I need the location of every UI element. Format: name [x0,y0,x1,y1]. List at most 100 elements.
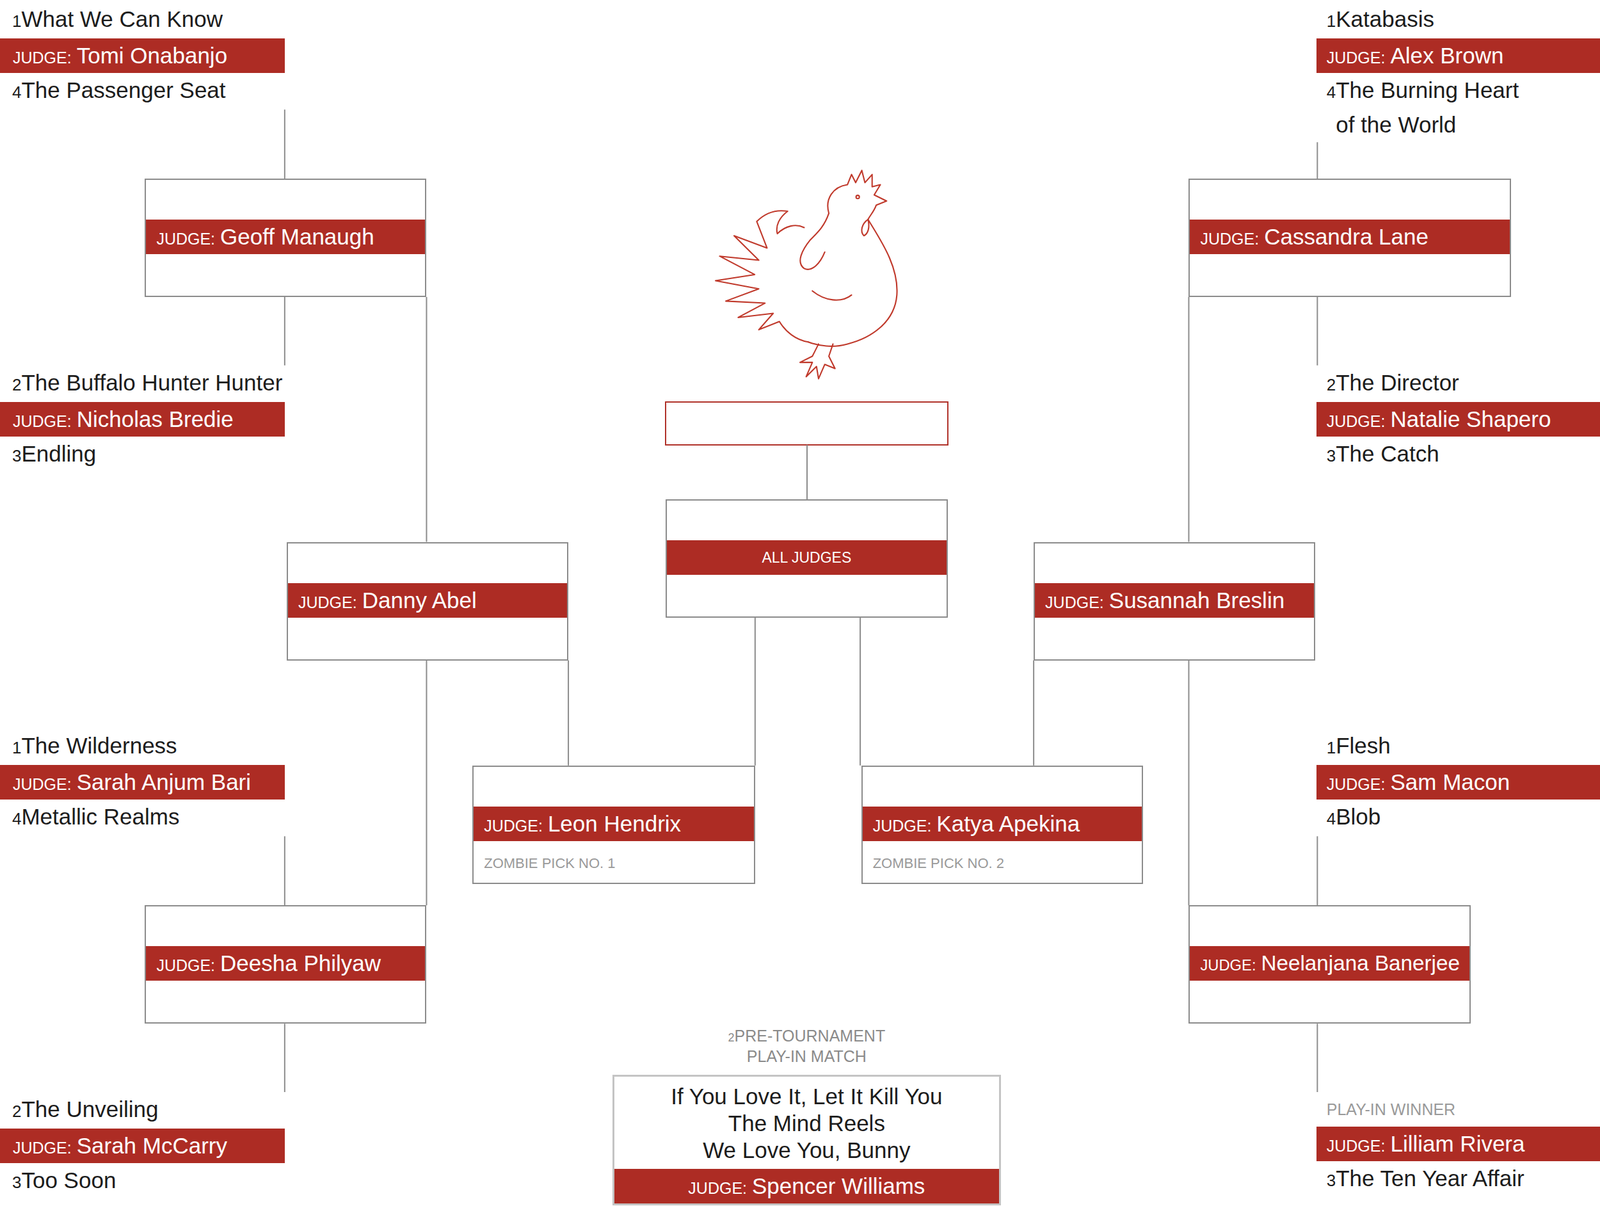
book-title: The Buffalo Hunter Hunter [21,369,283,395]
judge-band: JUDGE:Cassandra Lane [1189,219,1510,255]
judge-label: JUDGE: [1326,1128,1386,1161]
book-title: The Director [1335,369,1460,395]
judge-name: Geoff Manaugh [220,219,375,255]
seed-number: 1 [12,737,22,758]
match-box: JUDGE:Neelanjana Banerjee [1188,904,1471,1024]
judge-band: JUDGE:Spencer Williams [614,1168,1000,1204]
book-title: The Wilderness [21,732,177,758]
match-box: JUDGE:Leon HendrixZOMBIE PICK NO. 1 [472,765,756,884]
judge-label: ALL JUDGES [761,540,852,575]
judge-label: JUDGE: [1200,947,1256,981]
judge-label: JUDGE: [483,808,543,841]
bracket-line [1187,660,1190,906]
rooster-logo [715,170,898,379]
judge-band: JUDGE:Susannah Breslin [1034,583,1314,618]
title-row: 4Blob [1316,799,1600,836]
title-row: 3Endling [0,436,285,473]
zombie-note: ZOMBIE PICK NO. 2 [862,855,1142,872]
bracket-line [425,296,427,543]
play-in-box: If You Love It, Let It Kill YouThe Mind … [612,1074,1001,1206]
judge-name: Neelanjana Banerjee [1261,945,1460,981]
bracket-line [1316,1023,1318,1092]
judge-name: Sarah Anjum Bari [76,764,251,800]
judge-label: JUDGE: [12,403,72,437]
seed-number: 1 [12,11,22,31]
seed-number: 3 [12,1172,22,1192]
judge-name: Tomi Onabanjo [76,38,228,73]
book-title: Endling [21,440,96,466]
book-title: The Mind Reels [614,1109,1000,1137]
match-box: JUDGE:Susannah Breslin [1033,542,1316,661]
judge-band: JUDGE:Lilliam Rivera [1316,1126,1600,1161]
match-box: JUDGE:Cassandra Lane [1188,178,1512,297]
match-group: 2The Buffalo Hunter HunterJUDGE:Nicholas… [0,365,285,473]
title-row: 1Katabasis [1316,1,1600,39]
play-in-heading: 2PRE-TOURNAMENT PLAY-IN MATCH [710,1026,903,1066]
bracket-line [284,109,286,179]
judge-label: JUDGE: [156,221,216,255]
title-row: 2The Buffalo Hunter Hunter [0,365,285,402]
title-row: 3Too Soon [0,1162,285,1200]
judge-name: Deesha Philyaw [220,945,381,981]
seed-number: 4 [1326,808,1336,829]
judge-band: JUDGE:Danny Abel [288,583,568,618]
judge-band: JUDGE:Tomi Onabanjo [0,38,285,73]
seed-number: 2 [728,1031,735,1044]
bracket-line [284,296,286,366]
final-box: ALL JUDGES [665,499,949,618]
winner-box [665,401,948,445]
judge-band: JUDGE:Natalie Shapero [1316,401,1600,437]
play-in-group: 2PRE-TOURNAMENT PLAY-IN MATCH If You Love… [612,1026,1001,1206]
bracket-line [1187,296,1190,543]
bracket-line [754,617,756,766]
title-row: 2The Unveiling [0,1091,285,1129]
judge-name: Leon Hendrix [547,806,681,841]
match-group: 1The WildernessJUDGE:Sarah Anjum Bari4Me… [0,728,285,836]
bracket-line [425,660,427,906]
judge-label: JUDGE: [12,766,72,800]
match-group: PLAY-IN WINNERJUDGE:Lilliam Rivera3The T… [1316,1091,1600,1198]
judge-name: Danny Abel [362,583,477,618]
book-title: Flesh [1335,732,1391,758]
match-group: 2The DirectorJUDGE:Natalie Shapero3The C… [1316,365,1600,473]
bracket-line [806,444,808,500]
book-title: The Catch [1335,440,1439,466]
seed-number: 4 [12,82,22,102]
book-title: We Love You, Bunny [614,1136,1000,1164]
bracket-line [1316,142,1318,179]
bracket-line [859,617,861,766]
judge-band: JUDGE:Alex Brown [1316,38,1600,73]
seed-number: 4 [1326,82,1336,102]
judge-label: JUDGE: [1200,221,1259,255]
title-row: 4The Burning Heart of the World [1316,72,1600,143]
match-box: JUDGE:Deesha Philyaw [144,904,427,1024]
judge-label: JUDGE: [1326,403,1386,437]
match-box: JUDGE:Katya ApekinaZOMBIE PICK NO. 2 [861,765,1144,884]
judge-name: Susannah Breslin [1109,583,1285,618]
book-title: Blob [1335,803,1381,829]
judge-label: JUDGE: [12,1130,72,1163]
seed-number: 3 [12,446,22,466]
match-group: 1KatabasisJUDGE:Alex Brown4The Burning H… [1316,1,1600,143]
book-title: Metallic Realms [21,803,180,829]
title-row: 4Metallic Realms [0,799,285,836]
match-group: 2The UnveilingJUDGE:Sarah McCarry3Too So… [0,1091,285,1200]
book-title: The Burning Heart of the World [1335,72,1541,143]
judge-band: JUDGE:Sarah Anjum Bari [0,764,285,800]
seed-number: 2 [1326,375,1336,395]
judge-band: JUDGE:Sam Macon [1316,764,1600,800]
match-group: 1FleshJUDGE:Sam Macon4Blob [1316,728,1600,836]
judge-band: JUDGE:Sarah McCarry [0,1128,285,1163]
judge-band: ALL JUDGES [666,540,948,575]
judge-label: JUDGE: [156,947,216,981]
judge-band: JUDGE:Deesha Philyaw [145,945,425,981]
bracket-line [1316,835,1318,905]
judge-name: Nicholas Bredie [76,401,234,437]
book-title: What We Can Know [21,6,223,32]
bracket-line [567,660,569,766]
placeholder-note: PLAY-IN WINNER [1316,1091,1600,1127]
judge-label: JUDGE: [298,584,358,618]
book-title: Too Soon [21,1167,116,1193]
bracket-line [284,1023,286,1092]
